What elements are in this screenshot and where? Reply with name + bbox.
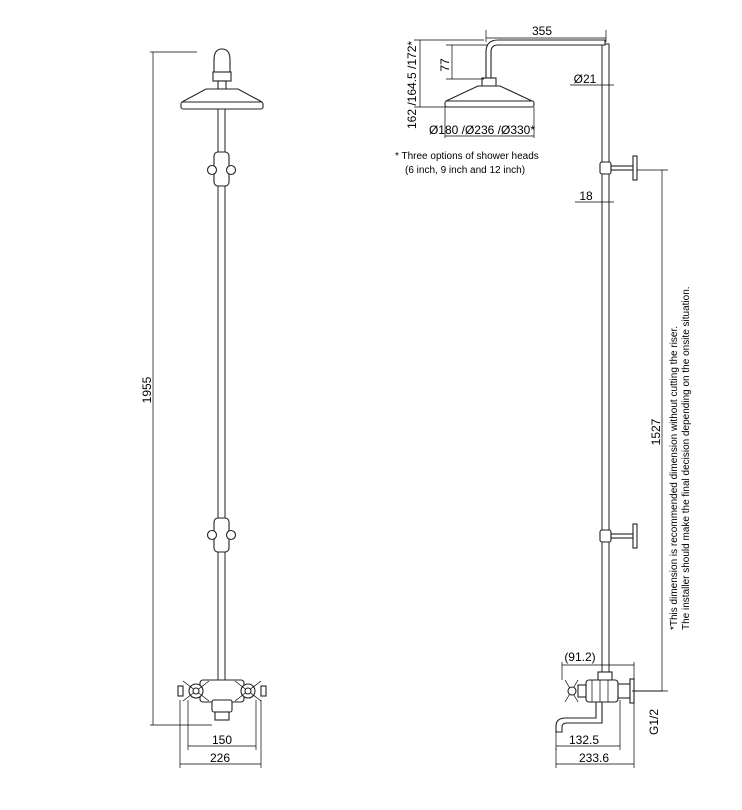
front-outer-width-label: 226 [210, 751, 230, 765]
total-depth-label: 233.6 [579, 751, 609, 765]
side-view: * Three options of shower heads (6 inch,… [395, 24, 692, 768]
arm-drop-dimension: 77 [438, 44, 488, 80]
arm-length-label: 355 [532, 24, 552, 38]
thread-label: G1/2 [647, 709, 661, 735]
front-lower-bracket [206, 517, 237, 553]
head-diameter-dimension: Ø180 /Ø236 /Ø330* [429, 107, 535, 138]
bracket-spacing-dimension: 1527 [634, 169, 668, 692]
spout-dimension: 132.5 [555, 700, 621, 750]
side-mixer-valve [555, 671, 635, 733]
thread-dimension: G1/2 [632, 690, 662, 735]
side-shower-head [444, 77, 535, 108]
riser-diameter-dimension: Ø21 [570, 72, 614, 86]
arm-drop-label: 77 [438, 58, 452, 72]
front-head-fitting [212, 48, 232, 90]
side-lower-bracket [599, 523, 638, 549]
valve-offset-label: (91.2) [564, 650, 595, 664]
bracket-offset-dimension: 18 [575, 189, 614, 203]
side-upper-bracket [599, 155, 638, 181]
head-height-label: 162 /164.5 /172* [405, 41, 419, 129]
install-note-line2: The installer should make the final deci… [681, 286, 692, 630]
front-left-cross-handle [182, 680, 210, 702]
front-upper-bracket [206, 151, 237, 187]
front-height-dimension: 1955 [140, 51, 212, 726]
spout-label: 132.5 [569, 733, 599, 747]
front-width-dimensions: 150 226 [179, 700, 262, 768]
front-shower-head [180, 88, 264, 110]
head-options-note-line1: * Three options of shower heads [395, 151, 539, 162]
total-depth-dimension: 233.6 [555, 703, 635, 768]
front-mixer-valve [177, 679, 267, 721]
install-note-line1: *This dimension is recommended dimension… [669, 326, 680, 630]
front-view: 1955 150 226 [140, 48, 267, 768]
bracket-spacing-label: 1527 [649, 418, 663, 445]
riser-diameter-label: Ø21 [574, 72, 597, 86]
front-inner-width-label: 150 [212, 733, 232, 747]
side-riser-pipe [601, 43, 610, 675]
bracket-offset-label: 18 [579, 189, 593, 203]
head-diameter-label: Ø180 /Ø236 /Ø330* [429, 123, 535, 137]
front-right-cross-handle [234, 680, 262, 702]
front-height-label: 1955 [140, 376, 154, 403]
head-options-note-line2: (6 inch, 9 inch and 12 inch) [405, 165, 525, 176]
head-height-dimension: 162 /164.5 /172* [405, 39, 484, 129]
side-bath-spout [555, 701, 603, 733]
valve-offset-dimension: (91.2) [561, 650, 635, 680]
arm-length-dimension: 355 [485, 24, 607, 42]
side-cross-handle [564, 679, 587, 703]
front-riser-pipe [217, 108, 226, 685]
